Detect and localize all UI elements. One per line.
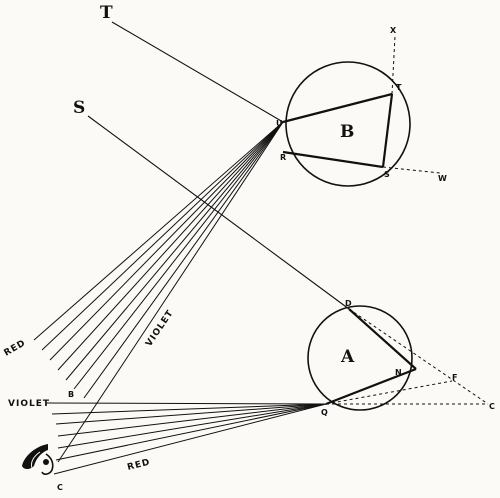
label-q: Q [321,408,328,417]
label-w: W [438,174,447,183]
label-t-circle: T [396,83,402,92]
label-a: A [340,347,355,367]
label-u: U [276,119,283,128]
drop-a-circle [307,305,413,411]
dash-d-c [348,308,489,405]
dash-w [382,166,441,174]
sun-ray-s [87,115,350,310]
label-red-left: RED [3,338,28,358]
label-c-eye: C [57,483,63,492]
upper-fan [33,121,284,463]
label-violet-left: VIOLET [8,399,50,409]
drop-b-circle [285,61,411,187]
ray-n-q [325,367,417,406]
label-f: F [452,373,457,382]
label-violet-diag: VIOLET [144,308,176,348]
lower-fan [45,402,327,475]
eye-icon [22,444,54,475]
ray-s-u [282,150,384,169]
label-c-right: C [489,402,495,411]
ray-u-t [282,92,393,124]
label-t-top: T [100,3,113,23]
label-r: R [280,153,286,162]
label-b: B [340,122,354,142]
label-d: D [345,299,352,308]
label-x: X [390,26,397,35]
ray-d-n [348,308,417,370]
label-red-bottom: RED [126,458,151,473]
label-s-top: S [73,98,85,118]
sun-ray-t [111,21,284,123]
label-n: N [395,368,402,377]
label-b-small: B [68,390,74,399]
ray-t-s [381,93,394,168]
label-s-circle: S [384,170,390,179]
dash-x [391,35,396,95]
